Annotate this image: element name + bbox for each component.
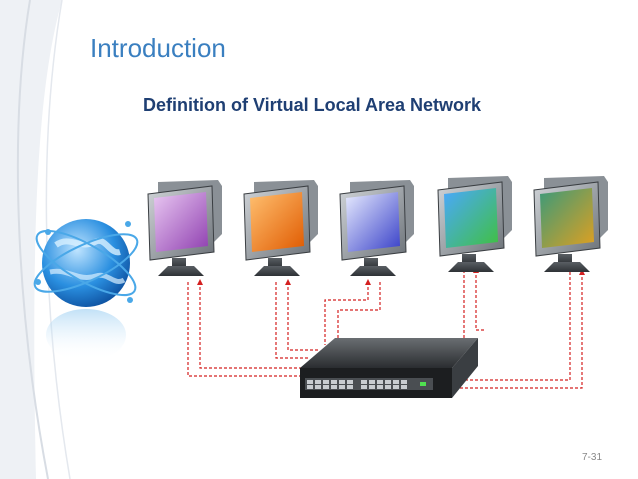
link-pc4-b — [473, 267, 486, 331]
screen-pc4 — [444, 188, 498, 248]
link-pc4 — [463, 270, 470, 341]
link-pc3 — [324, 279, 371, 345]
network-switch — [300, 338, 478, 398]
link-pc2 — [275, 282, 310, 359]
link-pc1-b — [197, 279, 305, 369]
monitor-pc5 — [533, 176, 608, 272]
monitor-pc4 — [437, 176, 512, 272]
link-pc5-b — [440, 269, 585, 389]
link-pc5 — [440, 272, 571, 381]
slide-subtitle: Definition of Virtual Local Area Network — [143, 95, 482, 115]
screen-pc1 — [154, 192, 208, 252]
screen-pc5 — [540, 188, 594, 248]
switch-led — [420, 382, 426, 386]
link-pc3-b — [337, 282, 381, 345]
monitor-pc1 — [147, 180, 222, 276]
link-pc2-b — [285, 279, 318, 351]
screen-pc2 — [250, 192, 304, 252]
link-pc1 — [187, 282, 308, 379]
monitor-pc2 — [243, 180, 318, 276]
globe-icon — [33, 219, 139, 361]
monitor-pc3 — [339, 180, 414, 276]
slide-title: Introduction — [90, 33, 226, 63]
computer-monitors — [147, 176, 608, 276]
screen-pc3 — [346, 192, 400, 252]
switch-ports — [307, 380, 407, 389]
page-number: 7-31 — [582, 452, 603, 463]
